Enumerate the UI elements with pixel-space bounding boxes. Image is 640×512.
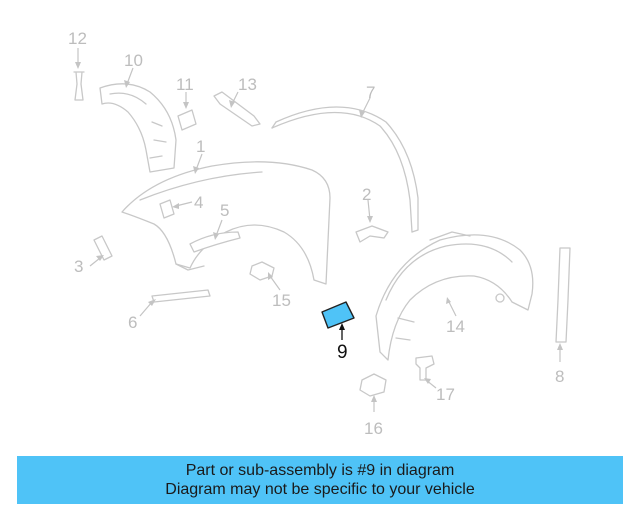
callout-2: 2	[362, 185, 371, 204]
callout-11: 11	[176, 75, 194, 94]
part-6-strip	[151, 289, 211, 303]
part-10-liner-extension	[99, 83, 177, 173]
callout-10: 10	[124, 51, 143, 70]
part-11-clip	[177, 109, 197, 131]
part-3-clip	[93, 235, 113, 261]
banner-line-disclaimer: Diagram may not be specific to your vehi…	[165, 481, 475, 498]
callout-16: 16	[364, 419, 383, 438]
callout-5: 5	[220, 201, 229, 220]
part-14-wheelhouse-liner	[375, 231, 534, 361]
part-9-highlighted	[321, 301, 355, 329]
leader-9-highlighted	[339, 323, 345, 340]
callout-13: 13	[238, 75, 257, 94]
banner-line-part-number: Part or sub-assembly is #9 in diagram	[185, 462, 455, 479]
leader-lines	[75, 48, 563, 412]
callout-7: 7	[366, 83, 375, 102]
callout-labels: 1 2 3 4 5 6 7 8 9 10 11 12 13 14 15 16 1…	[68, 29, 564, 438]
part-7-wheel-molding	[271, 106, 419, 233]
parts-diagram: 1 2 3 4 5 6 7 8 9 10 11 12 13 14 15 16 1…	[68, 29, 571, 438]
callout-1: 1	[196, 137, 205, 156]
info-banner: Part or sub-assembly is #9 in diagram Di…	[17, 456, 623, 504]
part-8-strip	[555, 247, 571, 343]
callout-9: 9	[337, 342, 348, 363]
part-2-bracket	[355, 225, 389, 243]
callout-6: 6	[128, 313, 137, 332]
callout-15: 15	[272, 291, 291, 310]
callout-4: 4	[194, 193, 203, 212]
callout-3: 3	[74, 257, 83, 276]
part-13-bracket	[213, 91, 261, 127]
callout-17: 17	[436, 385, 455, 404]
callout-12: 12	[68, 29, 87, 48]
part-12-push-pin	[73, 71, 85, 101]
part-5-insert	[189, 231, 241, 253]
callout-8: 8	[555, 367, 564, 386]
part-1-fender	[121, 161, 331, 285]
part-17-push-pin	[415, 355, 435, 381]
part-16-clip	[359, 373, 387, 397]
part-4-clip	[159, 199, 175, 219]
callout-14: 14	[446, 317, 465, 336]
